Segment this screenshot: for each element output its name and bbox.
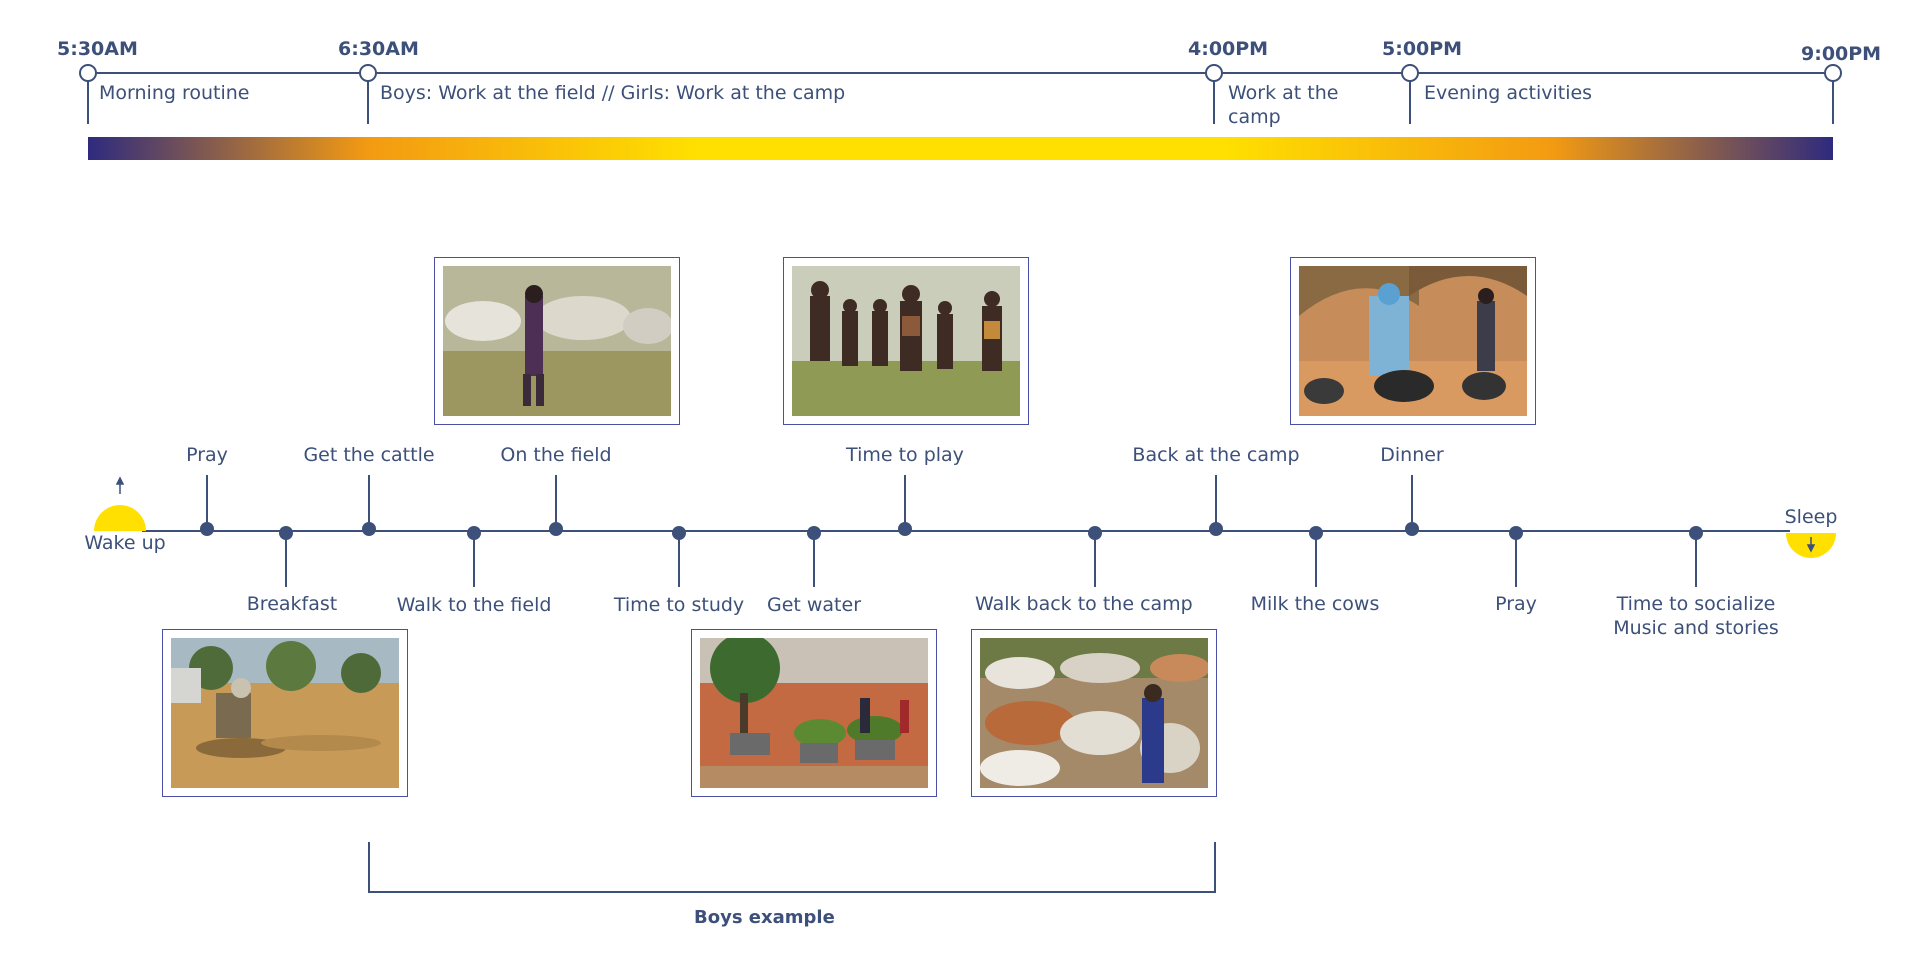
event-dot <box>467 526 481 540</box>
time-label: 4:00PM <box>1188 38 1269 60</box>
event-label: Time to study <box>613 594 745 616</box>
event-label: Get the cattle <box>303 444 435 466</box>
event-label: Back at the camp <box>1132 444 1300 466</box>
event-dot <box>200 522 214 536</box>
event-label: Pray <box>1495 593 1537 615</box>
photo-children-playing <box>783 257 1029 425</box>
time-label: 6:30AM <box>338 38 419 60</box>
sleep-label: Sleep <box>1784 506 1838 528</box>
event-dot <box>807 526 821 540</box>
photo-breakfast <box>162 629 408 797</box>
event-label: Time to play <box>846 444 964 466</box>
photo-get-water <box>691 629 937 797</box>
time-label: 5:00PM <box>1382 38 1463 60</box>
event-dot <box>279 526 293 540</box>
photo-walk-back <box>971 629 1217 797</box>
event-dot <box>1405 522 1419 536</box>
event-label: Get water <box>766 594 862 616</box>
event-dot <box>549 522 563 536</box>
time-label: 9:00PM <box>1801 43 1882 65</box>
event-dot <box>1509 526 1523 540</box>
up-arrow-icon <box>115 476 125 494</box>
event-dot <box>1689 526 1703 540</box>
photo-cattle-field <box>434 257 680 425</box>
period-label: Morning routine <box>99 82 250 104</box>
period-label: Work at the camp <box>1228 82 1339 128</box>
wake-up-label: Wake up <box>84 532 166 554</box>
boys-example-bracket <box>368 842 1216 893</box>
top-timeline-axis <box>79 64 1842 160</box>
event-label: On the field <box>500 444 612 466</box>
event-dot <box>898 522 912 536</box>
event-label: Breakfast <box>246 593 338 615</box>
event-label: Walk to the field <box>396 594 552 616</box>
event-dot <box>672 526 686 540</box>
event-label: Music and stories <box>1613 617 1779 639</box>
event-dot <box>362 522 376 536</box>
event-dot <box>1309 526 1323 540</box>
event-label: Pray <box>186 444 228 466</box>
down-arrow-icon <box>1806 537 1816 553</box>
event-label: Time to socialize <box>1616 593 1776 615</box>
period-label: Boys: Work at the field // Girls: Work a… <box>380 82 846 104</box>
event-dot <box>1209 522 1223 536</box>
event-label: Dinner <box>1380 444 1444 466</box>
sunrise-icon <box>94 505 146 531</box>
boys-example-label: Boys example <box>694 907 835 928</box>
period-label: Evening activities <box>1424 82 1593 104</box>
daylight-gradient-bar <box>88 137 1833 160</box>
photo-cooking-dinner <box>1290 257 1536 425</box>
event-dot <box>1088 526 1102 540</box>
event-label: Walk back to the camp <box>975 593 1193 615</box>
event-label: Milk the cows <box>1250 593 1380 615</box>
time-label: 5:30AM <box>57 38 138 60</box>
